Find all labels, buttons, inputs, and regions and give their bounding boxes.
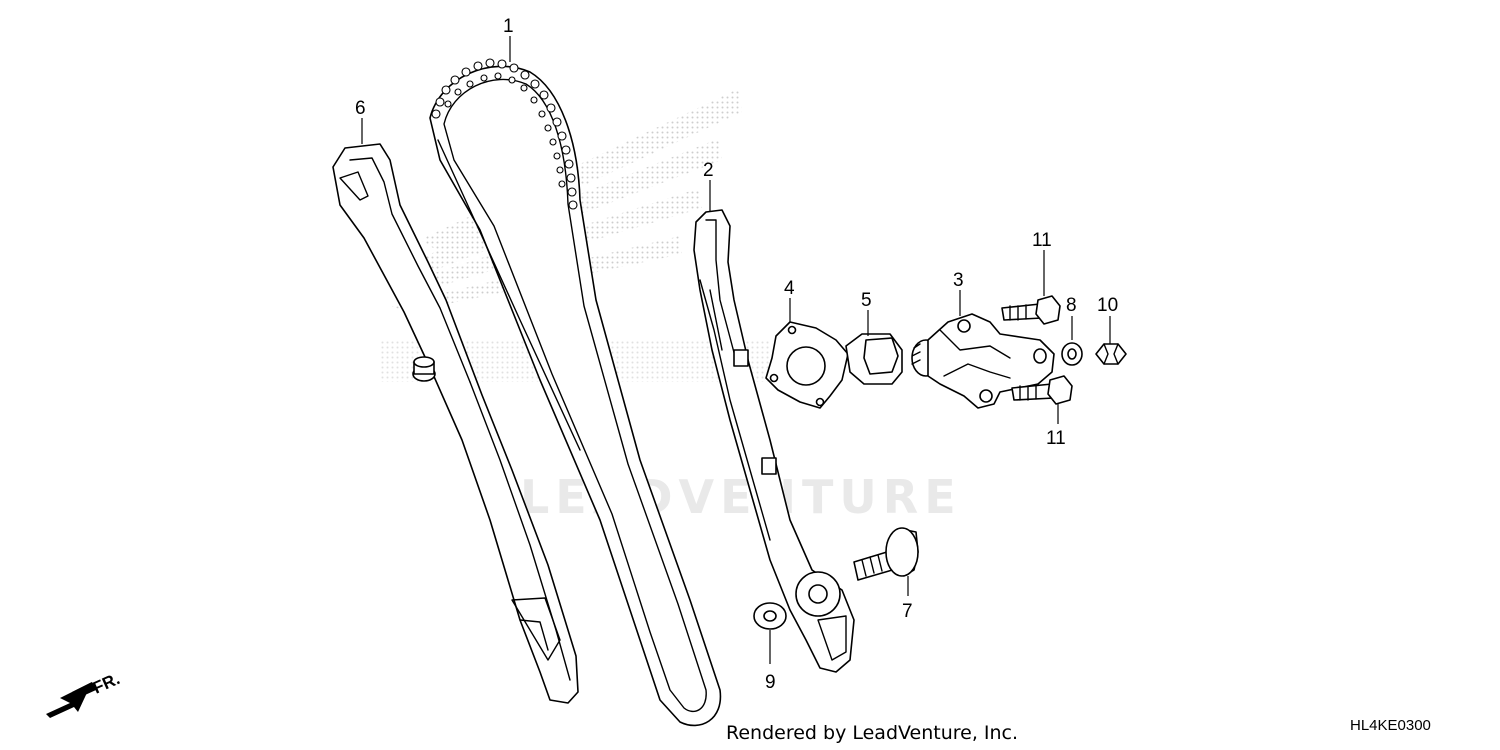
- front-direction-indicator: FR.: [46, 669, 123, 718]
- cam-chain-guide-part: [332, 143, 579, 704]
- render-credit: Rendered by LeadVenture, Inc.: [726, 722, 1018, 744]
- callout-2: 2: [703, 160, 714, 181]
- callout-7: 7: [902, 601, 913, 622]
- front-arrow-shaft: [72, 682, 96, 700]
- cam-chain-part: [429, 58, 722, 727]
- tensioner-lifter-part: [911, 313, 1055, 409]
- tensioner-arm-part: [693, 209, 855, 673]
- callout-9: 9: [765, 672, 776, 693]
- chain-links: [431, 58, 578, 210]
- callout-11-top: 11: [1032, 230, 1052, 251]
- sealing-bolt-part: [1095, 343, 1127, 365]
- tensioner-gasket-part: [765, 321, 849, 409]
- sealing-washer-part: [1061, 342, 1083, 366]
- callout-11-bottom: 11: [1046, 428, 1066, 449]
- callouts: 1 2 3 4 5 6 7 8 9 10 11 11: [355, 16, 1118, 693]
- bolt-upper-part: [1001, 295, 1061, 325]
- front-label: FR.: [90, 669, 123, 697]
- callout-10: 10: [1097, 295, 1118, 316]
- callout-1: 1: [503, 16, 514, 37]
- callout-4: 4: [784, 278, 795, 299]
- pivot-bolt-part: [853, 527, 919, 581]
- pivot-washer-part: [753, 602, 787, 630]
- callout-6: 6: [355, 98, 366, 119]
- callout-8: 8: [1066, 295, 1077, 316]
- leader-lines: [361, 36, 1111, 664]
- tensioner-sleeve-part: [845, 333, 903, 385]
- bolt-lower-part: [1011, 375, 1073, 405]
- callout-3: 3: [953, 270, 964, 291]
- callout-5: 5: [861, 290, 872, 311]
- diagram-code: HL4KE0300: [1350, 717, 1431, 734]
